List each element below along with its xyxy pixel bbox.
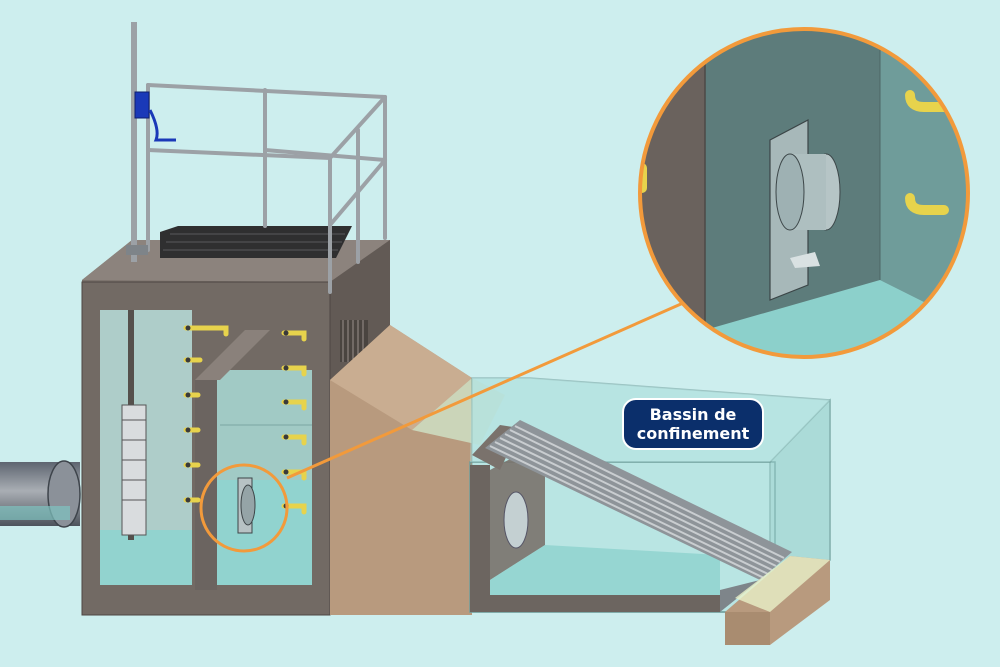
outlet-step	[725, 556, 830, 645]
inlet-pipe	[0, 460, 81, 528]
gate-structure	[81, 240, 390, 616]
detail-callout-marker	[199, 298, 691, 553]
basin-label-line2: confinement	[636, 424, 750, 443]
safety-railing	[146, 83, 387, 294]
access-ladder	[183, 325, 307, 515]
gate-actuator	[126, 22, 176, 262]
basin-label-line1: Bassin de	[649, 405, 737, 424]
gate-valve-chamber	[100, 310, 192, 585]
orifice-plate	[237, 477, 256, 534]
grating	[160, 226, 352, 258]
earth-embankment	[330, 325, 505, 615]
detail-zoom-callout	[638, 27, 970, 359]
basin-label: Bassin de confinement	[622, 398, 764, 450]
